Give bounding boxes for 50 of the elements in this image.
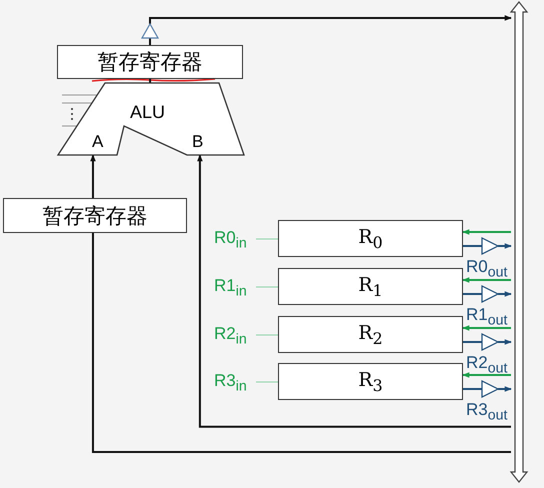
leader-line (256, 286, 278, 288)
signal-label: R3$_{out}$ (466, 401, 508, 423)
buffer-triangle (482, 238, 498, 254)
arrow (498, 291, 512, 297)
register-box (278, 363, 463, 400)
arrow (149, 15, 512, 24)
leader-line (256, 334, 278, 336)
connector-line (149, 38, 151, 45)
connector-line (463, 293, 482, 295)
register-label: R$_{2}$ (358, 322, 383, 348)
signal-label: R2$_{out}$ (466, 354, 508, 376)
connector-line (463, 245, 482, 247)
leader-line (256, 238, 278, 240)
buffer-triangle (482, 286, 498, 302)
bus-arrow (511, 2, 527, 482)
signal-label: R1$_{in}$ (214, 277, 247, 299)
register-label: R$_{3}$ (358, 368, 383, 394)
arrow (498, 243, 512, 249)
register-label: R$_{1}$ (358, 274, 383, 300)
register-label: 暂存寄存器 (98, 49, 202, 76)
signal-label: R3$_{in}$ (214, 372, 247, 394)
signal-label: R1$_{out}$ (466, 306, 508, 328)
connector-line (463, 388, 482, 390)
arrow (90, 154, 96, 198)
register-label: R$_{0}$ (358, 226, 383, 252)
register-box (278, 220, 463, 257)
alu-trapezoid (58, 83, 244, 155)
buffer-triangle (482, 381, 498, 397)
buffer-triangle (482, 334, 498, 350)
signal-label: R2$_{in}$ (214, 325, 247, 347)
port-label: A (92, 133, 104, 150)
arrow (462, 372, 511, 378)
arrow (498, 386, 512, 392)
arrow (498, 339, 512, 345)
arrow (462, 229, 511, 235)
signal-label: R0$_{in}$ (214, 229, 247, 251)
register-box (57, 45, 243, 79)
connector-line (463, 341, 482, 343)
connector-line (92, 233, 511, 453)
register-box (3, 198, 187, 233)
arrow (197, 154, 511, 428)
signal-label: R0$_{out}$ (466, 258, 508, 280)
alu-label: ALU (130, 103, 166, 121)
register-box (278, 268, 463, 305)
buffer-triangle (142, 24, 158, 38)
arrow (462, 325, 511, 331)
register-box (278, 316, 463, 353)
register-label: 暂存寄存器 (42, 202, 148, 230)
port-label: B (192, 133, 204, 150)
arrow (462, 277, 511, 283)
